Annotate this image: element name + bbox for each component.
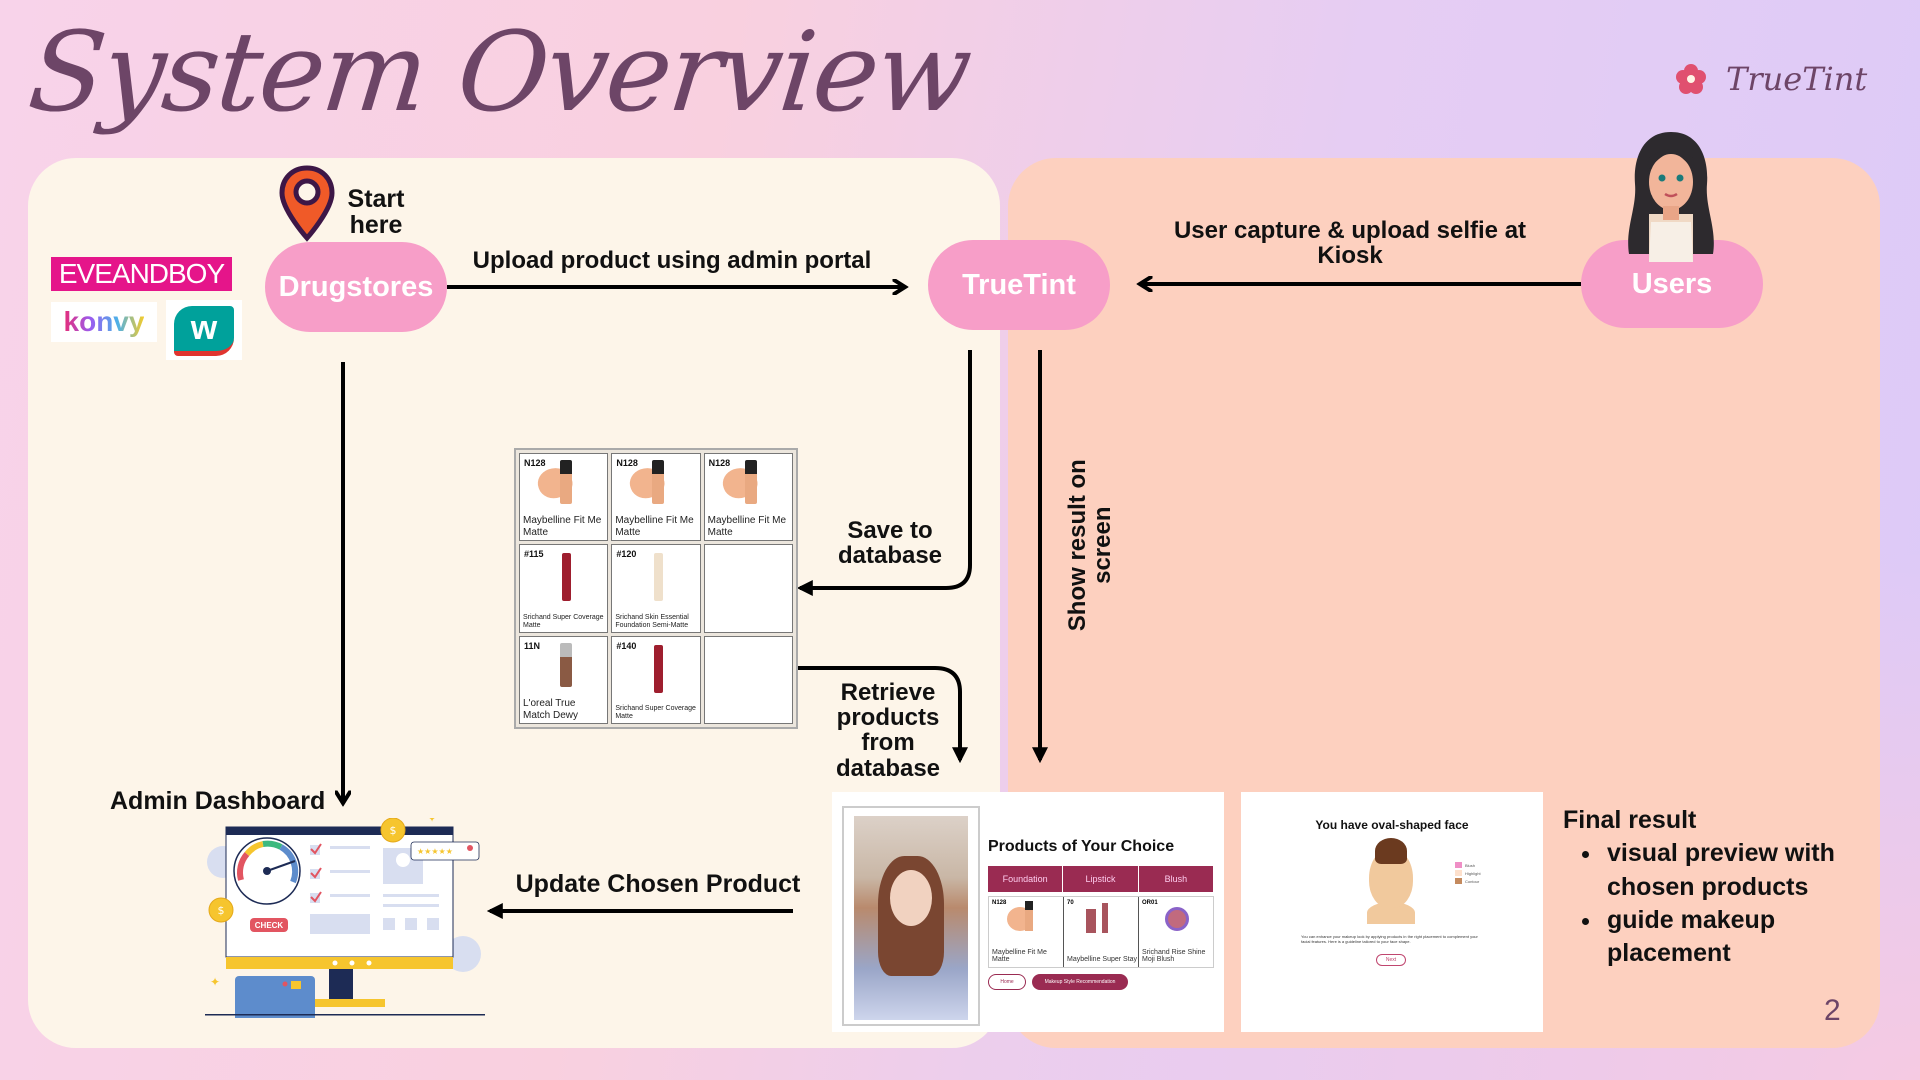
product-code: N128 [524, 458, 546, 468]
selfie-photo-frame [842, 806, 980, 1026]
product-code: 11N [524, 640, 541, 651]
users-node: Users [1581, 240, 1763, 328]
selfie-photo [854, 816, 968, 1020]
highlight-swatch [1455, 870, 1462, 876]
svg-text:$: $ [390, 824, 397, 837]
foundation-tube [562, 553, 571, 602]
home-button[interactable]: Home [988, 974, 1026, 990]
user-avatar [1628, 132, 1714, 262]
coin-icon [380, 818, 406, 843]
svg-text:★★★★★: ★★★★★ [417, 847, 453, 856]
foundation-bottle [560, 460, 572, 504]
upload-product-label: Upload product using admin portal [472, 247, 872, 274]
product-name: L'oreal True Match Dewy [523, 698, 579, 721]
show-result-label: Show result on screen [1063, 459, 1116, 632]
empty-grid-cell [703, 544, 793, 633]
truetint-node: TrueTint [928, 240, 1110, 330]
save-to-database-label: Save to database [837, 517, 943, 570]
chosen-products: N128 Maybelline Fit Me Matte 70 Maybelli… [988, 896, 1214, 968]
coin-icon [208, 897, 234, 923]
start-here-label: Start here [347, 185, 405, 240]
page-title: System Overview [23, 8, 976, 136]
user-capture-label: User capture & upload selfie at Kiosk [1173, 217, 1527, 270]
brand-logo: TrueTint [1676, 60, 1867, 98]
chosen-product-item[interactable]: OR01 Srichand Rise Shine Moji Blush [1142, 900, 1206, 964]
placement-legend: Blush Highlight Contour [1455, 862, 1481, 886]
check-badge [250, 918, 288, 932]
rating-bubble [410, 841, 480, 861]
credit-card [235, 976, 315, 1018]
eveandboy-logo: EVEANDBOY [51, 257, 232, 291]
foundation-tube [654, 644, 664, 693]
watsons-logo: w [166, 300, 242, 360]
final-result-notes: Final result visual preview with chosen … [1563, 804, 1843, 970]
contour-swatch [1455, 878, 1462, 884]
brand-name: TrueTint [1726, 60, 1868, 98]
product-name: Maybelline Fit Me Matte [707, 515, 787, 538]
face-shape-title: You have oval-shaped face [1315, 818, 1469, 832]
konvy-logo: konvy [51, 302, 157, 342]
watsons-mark: w [174, 306, 234, 356]
flower-icon [1676, 64, 1706, 94]
admin-dashboard-illustration: ★★★★★ CHECK $ $ ✦ ✦ [205, 818, 485, 1018]
admin-dashboard-label: Admin Dashboard [110, 787, 326, 815]
retrieve-products-label: Retrieve products from database [835, 679, 941, 782]
product-name: Srichand Super Coverage Matte [523, 613, 604, 629]
category-tabs: Foundation Lipstick Blush [988, 866, 1214, 892]
foundation-bottle [744, 460, 757, 504]
product-code: N128 [616, 458, 638, 468]
foundation-bottle [652, 460, 665, 504]
product-code: #115 [524, 549, 544, 560]
face-shape-description: You can enhance your makeup look by appl… [1301, 934, 1478, 945]
foundation-tube [654, 553, 664, 602]
svg-text:CHECK: CHECK [255, 921, 284, 930]
gear-icon [445, 936, 481, 972]
product-name: Srichand Skin Essential Foundation Semi-… [615, 613, 689, 629]
tab-blush[interactable]: Blush [1139, 866, 1214, 892]
final-result-bullet: guide makeup placement [1603, 904, 1803, 971]
product-code: #140 [616, 640, 637, 651]
makeup-style-recommendation-button[interactable]: Makeup Style Recommendation [1032, 974, 1128, 990]
svg-text:✦: ✦ [210, 975, 220, 989]
product-choice-screen: Products of Your Choice Foundation Lipst… [832, 792, 1224, 1032]
empty-grid-cell [703, 635, 793, 724]
location-pin-icon [279, 165, 335, 242]
foundation-bottle [560, 642, 572, 687]
drugstores-node: Drugstores [265, 242, 447, 332]
final-result-bullet: visual preview with chosen products [1603, 837, 1843, 904]
product-code: #120 [616, 549, 637, 560]
svg-text:$: $ [218, 904, 225, 917]
product-name: Maybelline Fit Me Matte [523, 515, 602, 538]
final-result-heading: Final result [1563, 806, 1697, 834]
next-button[interactable]: Next [1376, 954, 1406, 966]
chosen-product-item[interactable]: 70 Maybelline Super Stay [1064, 897, 1139, 967]
tab-lipstick[interactable]: Lipstick [1063, 866, 1139, 892]
svg-text:✦: ✦ [427, 818, 437, 825]
product-code: N128 [708, 458, 731, 468]
tab-foundation[interactable]: Foundation [988, 866, 1064, 892]
page-number: 2 [1824, 994, 1841, 1027]
blush-swatch [1455, 862, 1462, 868]
update-chosen-product-label: Update Chosen Product [515, 870, 801, 898]
chosen-product-item[interactable]: N128 Maybelline Fit Me Matte [989, 897, 1064, 967]
product-grid-cell: 11N L'oreal True Match Dewy [519, 635, 609, 724]
face-shape-screen: You have oval-shaped face Blush Highligh… [1241, 792, 1543, 1032]
products-of-your-choice-title: Products of Your Choice [988, 838, 1175, 855]
product-name: Srichand Super Coverage Matte [615, 704, 696, 720]
product-name: Maybelline Fit Me Matte [615, 515, 694, 538]
